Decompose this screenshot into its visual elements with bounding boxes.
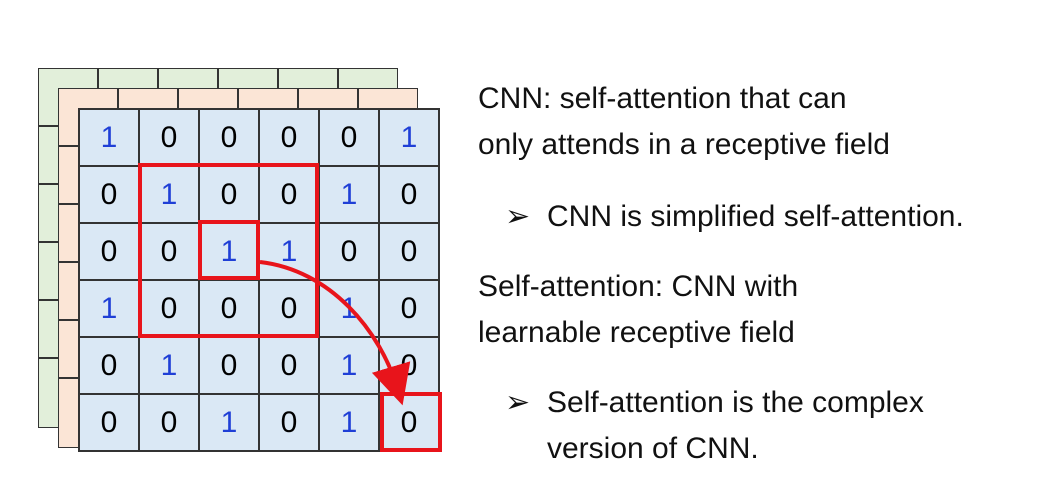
- cnn-bullet: ➢ CNN is simplified self-attention.: [505, 194, 964, 240]
- grid-cell: 1: [260, 224, 320, 281]
- grid-cell: 1: [140, 167, 200, 224]
- cnn-description: CNN: self-attention that can only attend…: [478, 76, 890, 168]
- self-attention-description-line2: learnable receptive field: [478, 316, 795, 349]
- cnn-bullet-text: CNN is simplified self-attention.: [547, 200, 964, 233]
- grid-cell: 0: [320, 224, 380, 281]
- grid-cell: 1: [320, 167, 380, 224]
- grid-cell: 0: [80, 224, 140, 281]
- self-attention-bullet-line2: version of CNN.: [547, 432, 759, 465]
- grid-cell: 1: [380, 110, 440, 167]
- grid-cell: 1: [140, 338, 200, 395]
- grid-cell: 0: [380, 281, 440, 338]
- grid-cell: 0: [200, 281, 260, 338]
- grid-cell: 0: [320, 110, 380, 167]
- bullet-arrow-icon: ➢: [505, 200, 531, 233]
- grid-cell: 0: [140, 395, 200, 452]
- grid-cell: 0: [140, 281, 200, 338]
- self-attention-description-line1: Self-attention: CNN with: [478, 270, 799, 303]
- grid-cell: 0: [200, 110, 260, 167]
- grid-cell: 1: [80, 110, 140, 167]
- grid-cell: 0: [260, 338, 320, 395]
- grid-cell: 0: [80, 338, 140, 395]
- cnn-description-line1: CNN: self-attention that can: [478, 82, 847, 115]
- grid-cell: 0: [200, 167, 260, 224]
- grid-cell: 0: [260, 281, 320, 338]
- grid-cell: 0: [380, 395, 440, 452]
- self-attention-description: Self-attention: CNN with learnable recep…: [478, 264, 798, 356]
- self-attention-bullet: ➢ Self-attention is the complex version o…: [505, 380, 924, 472]
- grid-cell: 0: [380, 224, 440, 281]
- grid-cell: 0: [200, 338, 260, 395]
- bullet-arrow-icon: ➢: [505, 386, 531, 419]
- grid-cell: 1: [320, 395, 380, 452]
- grid-cell: 0: [380, 167, 440, 224]
- grid-cell: 0: [140, 224, 200, 281]
- grid-cell: 0: [80, 395, 140, 452]
- grid-cell: 1: [320, 338, 380, 395]
- grid-cell: 0: [80, 167, 140, 224]
- grid-cell: 0: [260, 110, 320, 167]
- grid-cell: 0: [260, 395, 320, 452]
- self-attention-bullet-line1: Self-attention is the complex: [547, 386, 924, 419]
- grid-cell: 0: [140, 110, 200, 167]
- grid-cell: 1: [80, 281, 140, 338]
- grid-cell: 1: [200, 395, 260, 452]
- grid-cell: 0: [380, 338, 440, 395]
- grid-cell: 1: [320, 281, 380, 338]
- grid-cell: 0: [260, 167, 320, 224]
- cnn-description-line2: only attends in a receptive field: [478, 128, 890, 161]
- grid-cell: 1: [200, 224, 260, 281]
